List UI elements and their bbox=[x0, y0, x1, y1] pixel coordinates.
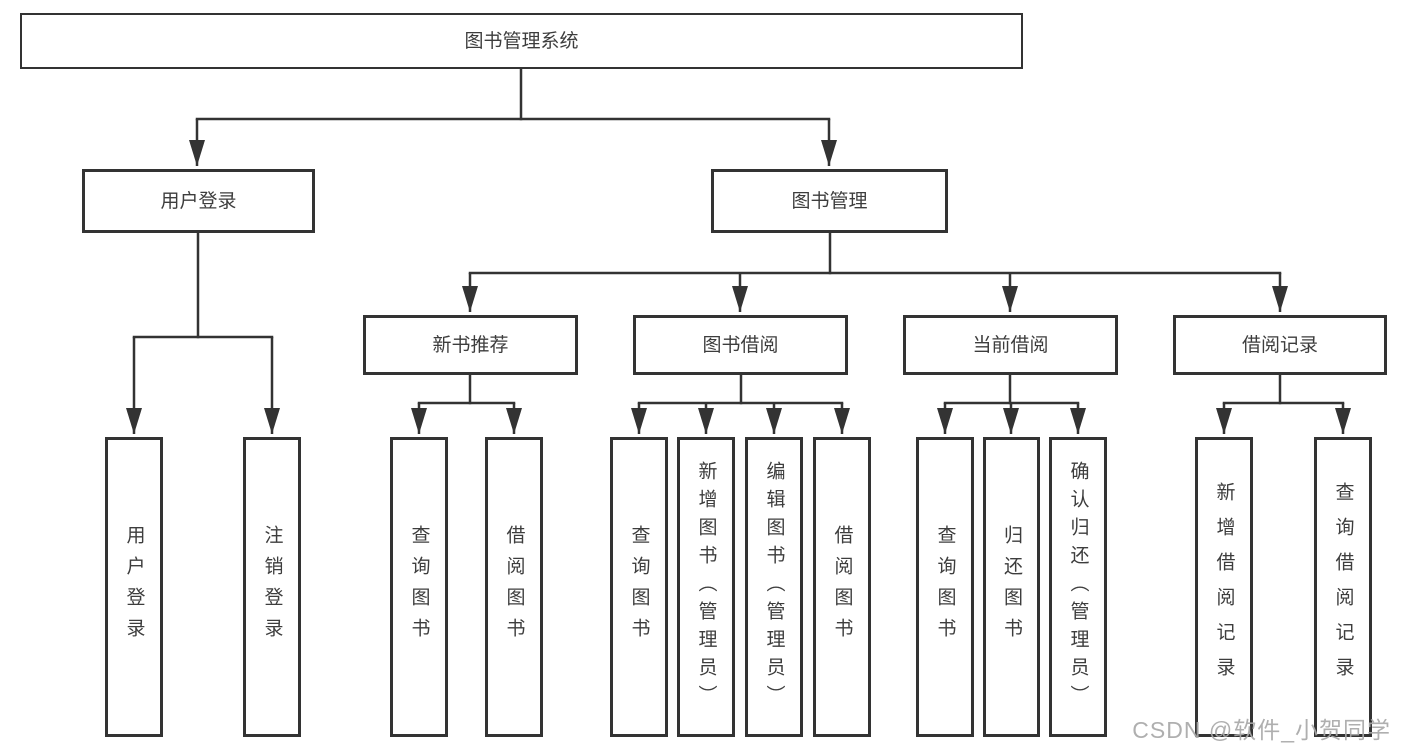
leaf-label: 查询图书 bbox=[408, 525, 430, 649]
leaf-query-books-recommend: 查询图书 bbox=[390, 437, 448, 737]
leaf-label: 归还图书 bbox=[1001, 525, 1022, 649]
node-current-borrowing: 当前借阅 bbox=[903, 315, 1118, 375]
connector-arrows bbox=[126, 119, 1351, 434]
node-label: 用户登录 bbox=[160, 190, 237, 212]
leaf-query-books-borrow: 查询图书 bbox=[610, 437, 668, 737]
leaf-borrow-books-recommend: 借阅图书 bbox=[485, 437, 543, 737]
leaf-label: 查询借阅记录 bbox=[1332, 482, 1354, 692]
node-user-login: 用户登录 bbox=[82, 169, 315, 233]
leaf-logout: 注销登录 bbox=[243, 437, 301, 737]
leaf-label: 新增图书（管理员） bbox=[695, 461, 717, 713]
leaf-label: 注销登录 bbox=[261, 525, 283, 649]
node-label: 图书借阅 bbox=[702, 334, 779, 356]
node-new-book-recommend: 新书推荐 bbox=[363, 315, 578, 375]
leaf-return-book: 归还图书 bbox=[983, 437, 1040, 737]
leaf-add-borrow-record: 新增借阅记录 bbox=[1195, 437, 1253, 737]
leaf-add-book-admin: 新增图书（管理员） bbox=[677, 437, 735, 737]
watermark-text: CSDN @软件_小贺同学 bbox=[1132, 717, 1391, 743]
leaf-label: 新增借阅记录 bbox=[1213, 482, 1235, 692]
leaf-label: 借阅图书 bbox=[503, 525, 525, 649]
node-label: 当前借阅 bbox=[972, 334, 1049, 356]
leaf-label: 查询图书 bbox=[628, 525, 650, 649]
leaf-borrow-books-borrow: 借阅图书 bbox=[813, 437, 871, 737]
leaf-query-books-current: 查询图书 bbox=[916, 437, 974, 737]
leaf-query-borrow-record: 查询借阅记录 bbox=[1314, 437, 1372, 737]
leaf-label: 用户登录 bbox=[123, 525, 145, 649]
leaf-edit-book-admin: 编辑图书（管理员） bbox=[745, 437, 803, 737]
node-label: 新书推荐 bbox=[432, 334, 509, 356]
leaf-label: 确认归还（管理员） bbox=[1067, 461, 1089, 713]
leaf-user-login: 用户登录 bbox=[105, 437, 163, 737]
leaf-label: 编辑图书（管理员） bbox=[763, 461, 785, 713]
node-borrowing-records: 借阅记录 bbox=[1173, 315, 1387, 375]
connector-trunks bbox=[132, 67, 1345, 405]
node-library-management-system: 图书管理系统 bbox=[20, 13, 1023, 69]
node-label: 图书管理系统 bbox=[464, 30, 579, 52]
node-book-borrowing: 图书借阅 bbox=[633, 315, 848, 375]
node-book-management: 图书管理 bbox=[711, 169, 948, 233]
leaf-label: 查询图书 bbox=[934, 525, 956, 649]
leaf-confirm-return-admin: 确认归还（管理员） bbox=[1049, 437, 1107, 737]
node-label: 图书管理 bbox=[791, 190, 868, 212]
node-label: 借阅记录 bbox=[1241, 334, 1318, 356]
leaf-label: 借阅图书 bbox=[831, 525, 853, 649]
